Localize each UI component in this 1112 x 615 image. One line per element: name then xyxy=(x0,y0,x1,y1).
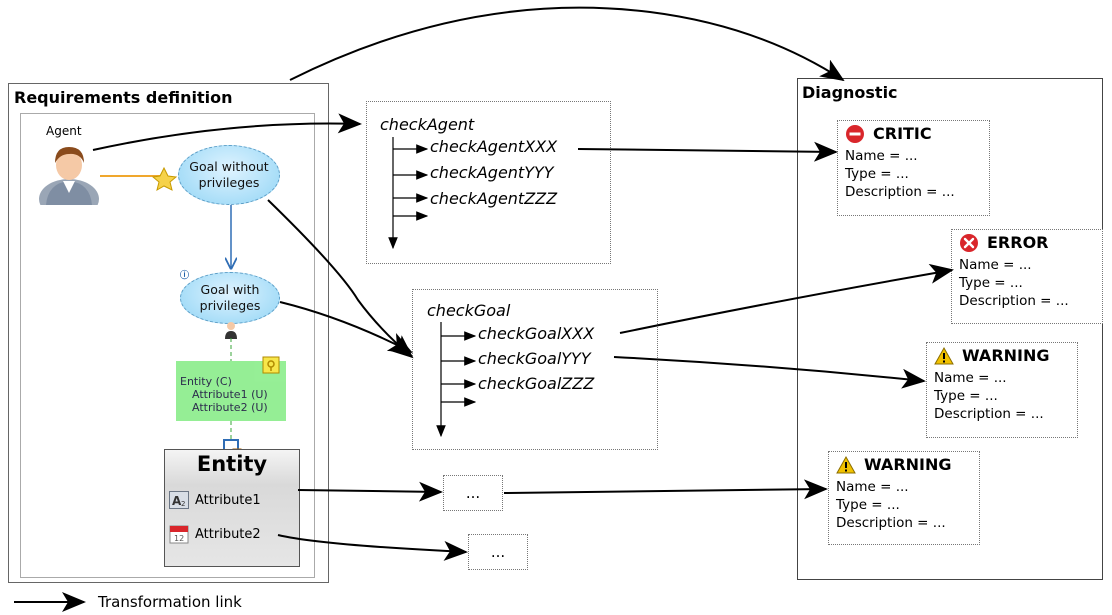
critic-type: Type = ... xyxy=(845,166,909,182)
goal-with-label: Goal with privileges xyxy=(199,282,261,313)
svg-text:12: 12 xyxy=(174,534,184,543)
critic-icon xyxy=(846,125,864,143)
text-attribute-icon: A 2 xyxy=(169,491,189,509)
attribute2-label: Attribute2 xyxy=(195,526,261,542)
error-icon xyxy=(960,234,978,252)
entity-access-line-3: Attribute2 (U) xyxy=(192,401,268,414)
goal-with-privileges[interactable]: Goal with privileges xyxy=(180,272,280,324)
svg-text:A: A xyxy=(172,494,182,508)
ellipsis-text-1: ... xyxy=(465,484,481,502)
check-agent-title: checkAgent xyxy=(380,115,475,134)
entity-access-line-1: Entity (C) xyxy=(180,375,232,388)
ellipsis-box-1: ... xyxy=(443,475,503,511)
error-description: Description = ... xyxy=(959,293,1069,309)
check-agent-item-2: checkAgentYYY xyxy=(430,163,554,182)
warning-1-name: Name = ... xyxy=(934,370,1007,386)
warning-1-description: Description = ... xyxy=(934,406,1044,422)
requirements-to-diagnostic-link xyxy=(289,6,845,82)
info-icon: ⓘ xyxy=(180,271,190,281)
small-agent-icon xyxy=(225,322,237,339)
goal-without-label: Goal without privileges xyxy=(189,159,269,190)
error-level: ERROR xyxy=(987,233,1049,252)
agent-icon[interactable] xyxy=(38,139,100,205)
check-goal-item-1: checkGoalXXX xyxy=(478,324,595,343)
warning-1-type: Type = ... xyxy=(934,388,998,404)
entity-access-line-2: Attribute1 (U) xyxy=(192,388,268,401)
attribute1-row[interactable]: A 2 Attribute1 xyxy=(169,491,261,509)
warning-2-description: Description = ... xyxy=(836,515,946,531)
diagnostic-card-warning-2[interactable]: WARNING Name = ... Type = ... Descriptio… xyxy=(828,451,980,545)
requirements-title: Requirements definition xyxy=(14,88,233,107)
diagnostic-card-error[interactable]: ERROR Name = ... Type = ... Description … xyxy=(951,229,1103,324)
check-agent-item-1: checkAgentXXX xyxy=(430,137,558,156)
goal-without-privileges[interactable]: Goal without privileges xyxy=(178,145,280,205)
diagnostic-title: Diagnostic xyxy=(802,83,898,102)
attribute2-row[interactable]: 12 Attribute2 xyxy=(169,524,261,544)
error-name: Name = ... xyxy=(959,257,1032,273)
warning-icon xyxy=(836,455,856,474)
error-type: Type = ... xyxy=(959,275,1023,291)
entity-class-box[interactable]: Entity A 2 Attribute1 12 Attribute2 xyxy=(164,449,300,567)
diagnostic-card-warning-1[interactable]: WARNING Name = ... Type = ... Descriptio… xyxy=(926,342,1078,438)
warning-2-type: Type = ... xyxy=(836,497,900,513)
check-agent-item-3: checkAgentZZZ xyxy=(430,189,558,208)
legend-label: Transformation link xyxy=(98,593,242,611)
warning-icon xyxy=(934,346,954,365)
check-goal-item-2: checkGoalYYY xyxy=(478,349,591,368)
attribute1-label: Attribute1 xyxy=(195,492,261,508)
calendar-icon: 12 xyxy=(169,525,189,544)
check-goal-title: checkGoal xyxy=(427,301,511,320)
ellipsis-text-2: ... xyxy=(490,543,506,561)
diagnostic-card-critic[interactable]: CRITIC Name = ... Type = ... Description… xyxy=(837,120,990,216)
warning-2-name: Name = ... xyxy=(836,479,909,495)
ellipsis-box-2: ... xyxy=(468,534,528,570)
critic-level: CRITIC xyxy=(873,124,932,143)
critic-description: Description = ... xyxy=(845,184,955,200)
ellipsis-to-warning-link xyxy=(503,479,828,500)
warning-2-level: WARNING xyxy=(864,455,952,474)
access-note-icon xyxy=(262,356,280,374)
warning-1-level: WARNING xyxy=(962,346,1050,365)
agent-label: Agent xyxy=(46,124,82,138)
critic-name: Name = ... xyxy=(845,148,918,164)
svg-text:2: 2 xyxy=(181,500,185,508)
entity-title: Entity xyxy=(196,452,268,476)
check-goal-item-3: checkGoalZZZ xyxy=(478,374,595,393)
